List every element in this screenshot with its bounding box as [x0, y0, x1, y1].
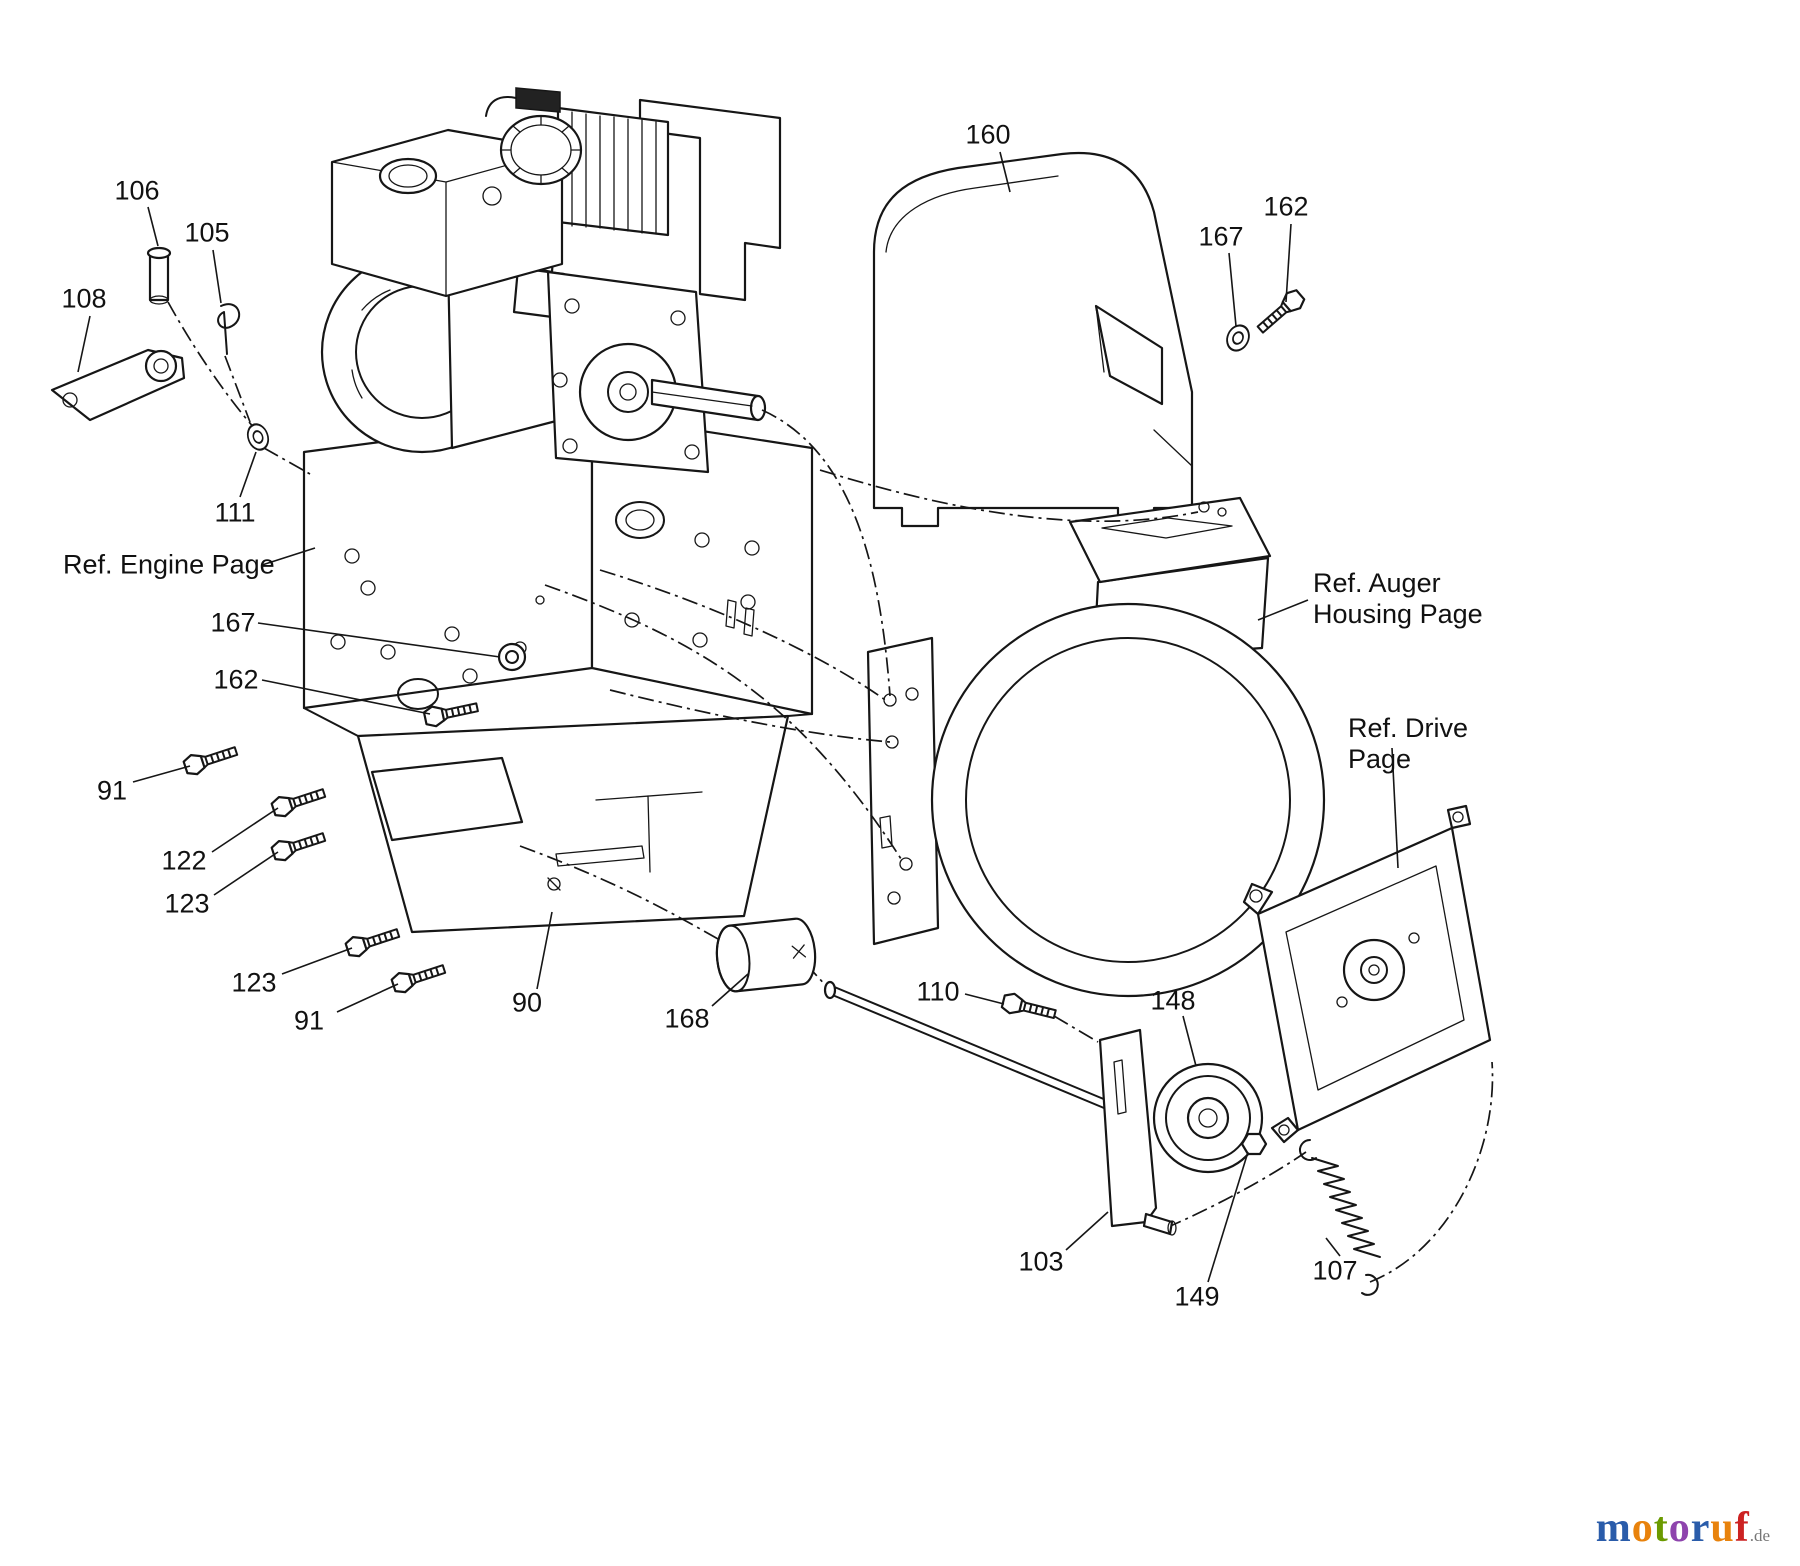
- callout-162-left: 162: [213, 664, 259, 695]
- logo-letter: r: [1690, 1505, 1711, 1551]
- alignment-lines: [167, 301, 1494, 1283]
- engine-assembly: [320, 87, 782, 474]
- bolt-123-upper: [269, 826, 329, 865]
- callout-103: 103: [1018, 1246, 1064, 1277]
- motoruf-logo: motoruf.de: [1596, 1504, 1770, 1552]
- callout-90: 90: [511, 987, 543, 1018]
- logo-letter: u: [1710, 1505, 1735, 1551]
- washer-167-left: [497, 642, 527, 672]
- callout-123-upper: 123: [164, 888, 210, 919]
- logo-letter: t: [1653, 1505, 1669, 1551]
- bolt-162-right: [1252, 286, 1308, 339]
- belt-cover: [872, 151, 1194, 528]
- drive-plate: [1242, 804, 1492, 1144]
- clutch-rod: [823, 980, 1107, 1109]
- bolt-162-left: [422, 696, 481, 730]
- roller-168: [715, 917, 817, 993]
- logo-letter: f: [1734, 1505, 1750, 1551]
- idler-pulley-148: [1152, 1062, 1264, 1174]
- callout-107: 107: [1312, 1255, 1358, 1286]
- bolt-110: [999, 990, 1059, 1025]
- callout-162-right: 162: [1263, 191, 1309, 222]
- pin-106: [146, 246, 172, 305]
- callout-110: 110: [916, 976, 960, 1007]
- bracket-108: [50, 348, 186, 422]
- logo-suffix: .de: [1749, 1526, 1770, 1545]
- washer-111: [243, 420, 273, 454]
- frame-assembly: [302, 412, 814, 934]
- ref-drive-page: Ref. Drive Page: [1348, 712, 1469, 774]
- callout-148: 148: [1150, 985, 1196, 1016]
- bolt-122: [269, 782, 329, 821]
- ref-engine-page: Ref. Engine Page: [63, 549, 275, 580]
- logo-letter: m: [1595, 1505, 1632, 1551]
- callout-122: 122: [161, 845, 207, 876]
- callout-160: 160: [965, 119, 1011, 150]
- callout-168: 168: [664, 1003, 710, 1034]
- callout-111: 111: [214, 497, 256, 528]
- callout-106: 106: [114, 175, 160, 206]
- cotter-pin-105: [217, 303, 241, 355]
- callout-91-lower: 91: [293, 1005, 325, 1036]
- callout-108: 108: [61, 283, 107, 314]
- spring-107: [1299, 1139, 1381, 1296]
- bolt-91-upper: [181, 740, 241, 779]
- leader-lines: [77, 151, 1399, 1283]
- bolt-123-lower: [343, 922, 403, 961]
- callout-167-right: 167: [1198, 221, 1244, 252]
- callout-167-left: 167: [210, 607, 256, 638]
- washer-167-right: [1222, 320, 1254, 356]
- bolt-91-lower: [389, 958, 449, 997]
- auger-housing: [866, 496, 1326, 998]
- logo-letter: o: [1668, 1505, 1691, 1551]
- callout-149: 149: [1174, 1281, 1220, 1312]
- idler-bracket-103: [1098, 1028, 1177, 1236]
- callout-123-lower: 123: [231, 967, 277, 998]
- callout-91-upper: 91: [96, 775, 128, 806]
- ref-auger-housing-page: Ref. Auger Housing Page: [1313, 567, 1483, 629]
- callout-105: 105: [184, 217, 230, 248]
- logo-letter: o: [1631, 1505, 1654, 1551]
- nut-149: [1240, 1132, 1268, 1156]
